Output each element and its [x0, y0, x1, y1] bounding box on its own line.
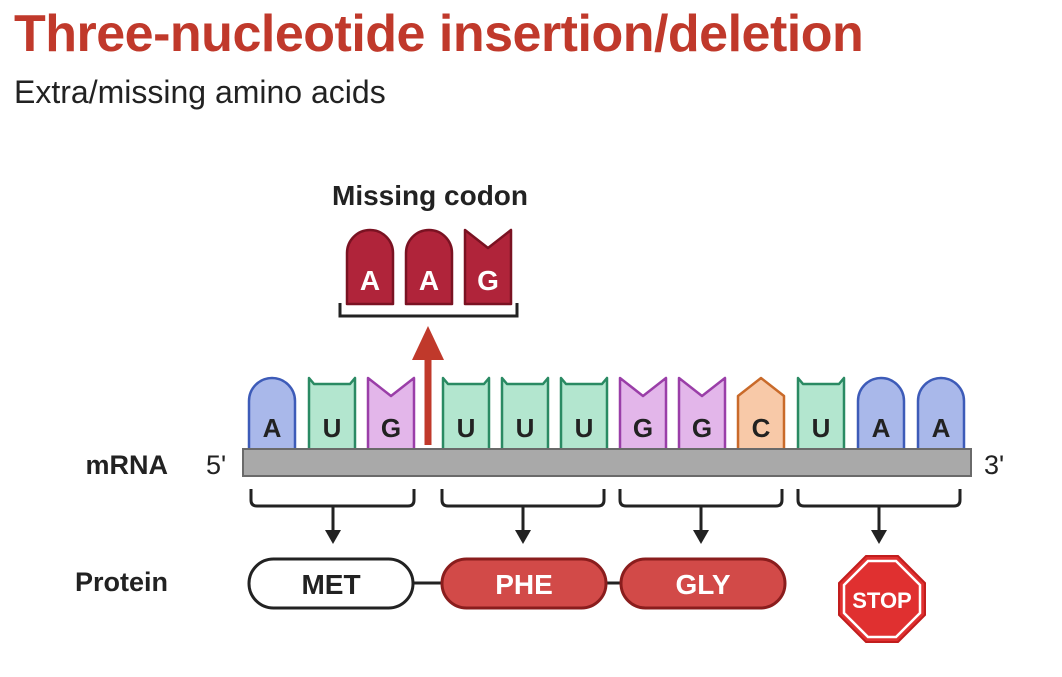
codon-bracket: [796, 489, 962, 508]
mrna-label: mRNA: [85, 450, 168, 480]
nucleotide-label: U: [323, 413, 342, 443]
nucleotide-a: [247, 376, 297, 453]
codon-brackets: [249, 489, 962, 532]
nucleotide-a: [916, 376, 966, 453]
nucleotide-label: G: [477, 265, 499, 296]
amino-acid-phe-label: PHE: [495, 569, 553, 600]
nucleotide-label: G: [381, 413, 401, 443]
nucleotide-label: A: [360, 265, 380, 296]
mrna-5-prime-label: 5': [206, 450, 226, 480]
nucleotide-a: [345, 228, 395, 306]
mrna-3-prime-label: 3': [984, 450, 1004, 480]
arrow-down-icon: [693, 530, 709, 544]
nucleotide-g: [463, 228, 513, 306]
deletion-arrow-icon: [412, 326, 444, 360]
nucleotide-label: C: [752, 413, 771, 443]
stop-sign-icon: STOP: [838, 555, 926, 643]
nucleotide-label: A: [872, 413, 891, 443]
nucleotide-a: [404, 228, 454, 306]
missing-codon-label: Missing codon: [332, 180, 528, 211]
codon-arrowheads: [325, 530, 887, 544]
nucleotide-label: G: [633, 413, 653, 443]
nucleotide-label: A: [932, 413, 951, 443]
arrow-down-icon: [871, 530, 887, 544]
missing-codon-bracket: [338, 303, 519, 318]
mrna-backbone: [242, 448, 972, 477]
amino-acid-gly: [619, 557, 787, 610]
protein-label: Protein: [75, 567, 168, 597]
arrow-down-icon: [325, 530, 341, 544]
page-subtitle: Extra/missing amino acids: [14, 74, 386, 110]
amino-acid-phe: [440, 557, 608, 610]
nucleotide-label: U: [575, 413, 594, 443]
nucleotide-label: U: [812, 413, 831, 443]
arrow-down-icon: [515, 530, 531, 544]
amino-acid-met-label: MET: [301, 569, 360, 600]
stop-sign-label: STOP: [852, 588, 912, 613]
nucleotide-label: A: [419, 265, 439, 296]
nucleotide-label: A: [263, 413, 282, 443]
codon-bracket: [249, 489, 416, 508]
nucleotide-label: U: [516, 413, 535, 443]
amino-acid-gly-label: GLY: [676, 569, 731, 600]
page-title: Three-nucleotide insertion/deletion: [14, 5, 864, 63]
nucleotide-label: G: [692, 413, 712, 443]
nucleotide-a: [856, 376, 906, 453]
amino-acid-met: [247, 557, 415, 610]
codon-bracket: [618, 489, 784, 508]
nucleotide-label: U: [457, 413, 476, 443]
codon-bracket: [440, 489, 606, 508]
